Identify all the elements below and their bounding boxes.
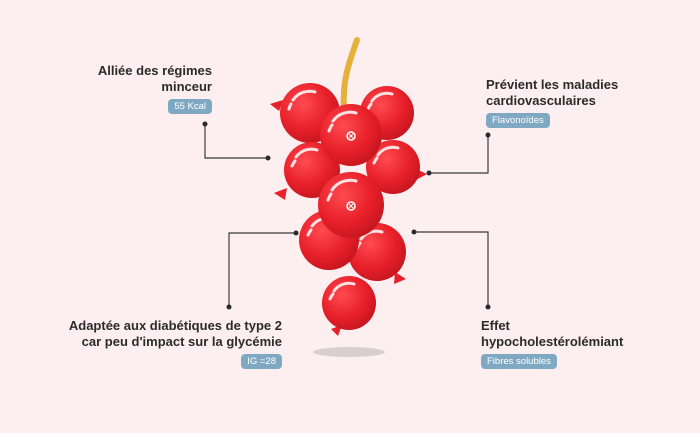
annotation-line: hypocholestérolémiant — [481, 334, 624, 349]
calyx-mark — [346, 201, 356, 211]
berry-cluster — [280, 83, 420, 330]
fiber-badge: Fibres solubles — [481, 354, 557, 369]
stem — [340, 37, 360, 111]
annotation-line: car peu d'impact sur la glycémie — [81, 334, 282, 349]
annotation-line: Adaptée aux diabétiques de type 2 — [68, 318, 282, 333]
berry-front — [318, 172, 384, 238]
ground-shadow — [313, 347, 385, 357]
annotation-line: Effet — [481, 318, 510, 333]
annotation-line: minceur — [161, 79, 212, 94]
calyx-mark — [346, 131, 356, 141]
connectors — [204, 124, 489, 307]
connector-top-left — [204, 124, 268, 159]
berry — [366, 140, 420, 194]
connector-bottom-right — [414, 231, 489, 307]
connector-bottom-left — [228, 232, 296, 307]
berry-front — [320, 104, 382, 166]
flavonoids-badge: Flavonoïdes — [486, 113, 550, 128]
annotation-line: Alliée des régimes — [97, 63, 212, 78]
connector-dots — [202, 121, 491, 310]
annotation-line: Prévient les maladies — [486, 77, 619, 92]
connector-top-right — [429, 135, 489, 174]
annotation-bottom-right: Effet hypocholestérolémiant Fibres solub… — [481, 318, 623, 369]
annotation-bottom-left: Adaptée aux diabétiques de type 2 car pe… — [69, 318, 282, 369]
berry — [322, 276, 376, 330]
glycemic-index-badge: IG =28 — [241, 354, 282, 369]
annotation-line: cardiovasculaires — [486, 93, 596, 108]
annotation-top-left: Alliée des régimes minceur 55 Kcal — [98, 63, 212, 114]
calorie-badge: 55 Kcal — [168, 99, 212, 114]
annotation-top-right: Prévient les maladies cardiovasculaires … — [486, 77, 618, 128]
